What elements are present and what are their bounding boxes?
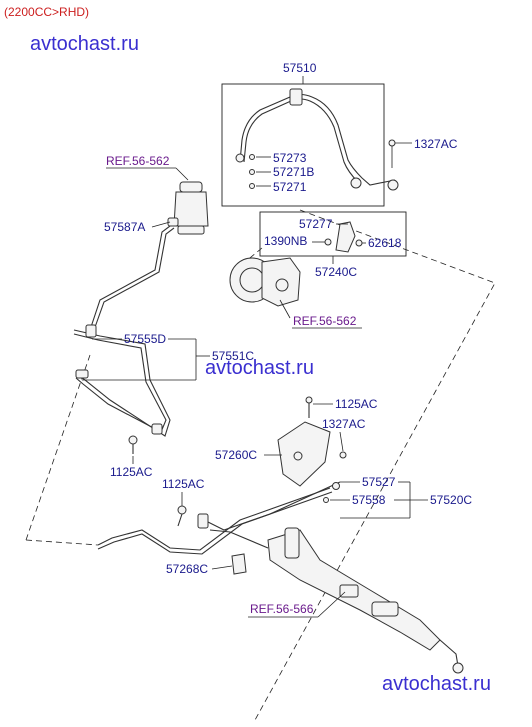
label-1327AC-top: 1327AC [414, 137, 458, 151]
watermark-top: avtochast.ru [30, 33, 139, 55]
label-57260C: 57260C [215, 448, 257, 462]
bolt-upper-mid [305, 396, 313, 418]
label-1390NB: 1390NB [264, 234, 307, 248]
ref-pump: REF.56-562 [293, 314, 357, 328]
label-57268C: 57268C [166, 562, 208, 576]
watermark-middle: avtochast.ru [205, 357, 314, 379]
label-57277: 57277 [299, 217, 333, 231]
label-57271: 57271 [273, 180, 307, 194]
steering-pump [229, 257, 301, 307]
label-57551C: 57551C [212, 349, 254, 363]
steering-gear [209, 527, 464, 674]
label-1125AC-b: 1125AC [162, 477, 205, 491]
label-57510: 57510 [283, 61, 317, 75]
label-57240C: 57240C [315, 265, 357, 279]
label-57555D: 57555D [124, 332, 166, 346]
hose-clip [231, 553, 247, 575]
bolt-left [128, 435, 138, 454]
label-62618: 62618 [368, 236, 402, 250]
watermark-bottom: avtochast.ru [382, 673, 491, 695]
ref-bottom: REF.56-566 [250, 602, 314, 616]
label-57558: 57558 [352, 493, 386, 507]
pressure-hose [97, 481, 341, 555]
label-57527: 57527 [362, 475, 396, 489]
label-57587A: 57587A [104, 220, 145, 234]
label-1327AC-mid: 1327AC [322, 417, 366, 431]
variant-header: (2200CC>RHD) [4, 5, 89, 19]
bolt-bottom [177, 505, 187, 527]
label-1125AC-left: 1125AC [110, 465, 153, 479]
label-1125AC-a: 1125AC [335, 397, 378, 411]
hose-assembly-box [221, 76, 399, 207]
label-57273: 57273 [273, 151, 307, 165]
label-57271B: 57271B [273, 165, 314, 179]
ref-top: REF.56-562 [106, 154, 170, 168]
mount-bracket [277, 421, 347, 487]
supply-hose [89, 225, 175, 331]
reservoir [167, 181, 209, 235]
label-57520C: 57520C [430, 493, 472, 507]
